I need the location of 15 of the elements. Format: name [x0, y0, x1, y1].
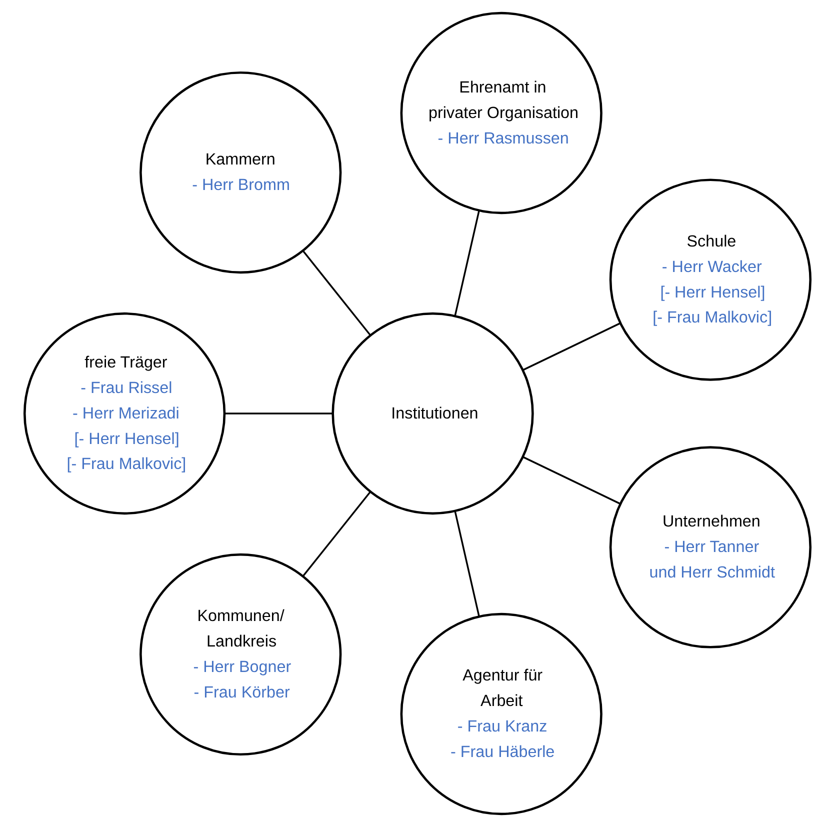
node-circle: Kammern - Herr Bromm: [139, 71, 342, 274]
node-circle: freie Träger - Frau Rissel - Herr Merizadi [- Herr Hensel] [- Frau Malkovic]: [22, 312, 226, 515]
connector: [522, 456, 620, 505]
node-circle: Unternehmen - Herr Tanner und Herr Schmidt: [608, 446, 812, 648]
node-circle: Ehrenamt in privater Organisation - Herr Rasmussen: [400, 12, 602, 214]
connector: [302, 491, 371, 577]
node-circle: Kommunen/ Landkreis - Herr Bogner - Frau Körber: [139, 553, 342, 756]
node-circle: Schule - Herr Wacker [- Herr Hensel] [- Frau Malkovic]: [608, 178, 812, 381]
connector: [454, 510, 480, 617]
connector: [302, 250, 371, 336]
connector: [522, 322, 620, 371]
node-circle: Institutionen: [331, 312, 534, 515]
connector: [224, 412, 332, 414]
node-circle: Agentur für Arbeit - Frau Kranz - Frau Häberle: [400, 612, 602, 816]
connector: [454, 210, 480, 316]
